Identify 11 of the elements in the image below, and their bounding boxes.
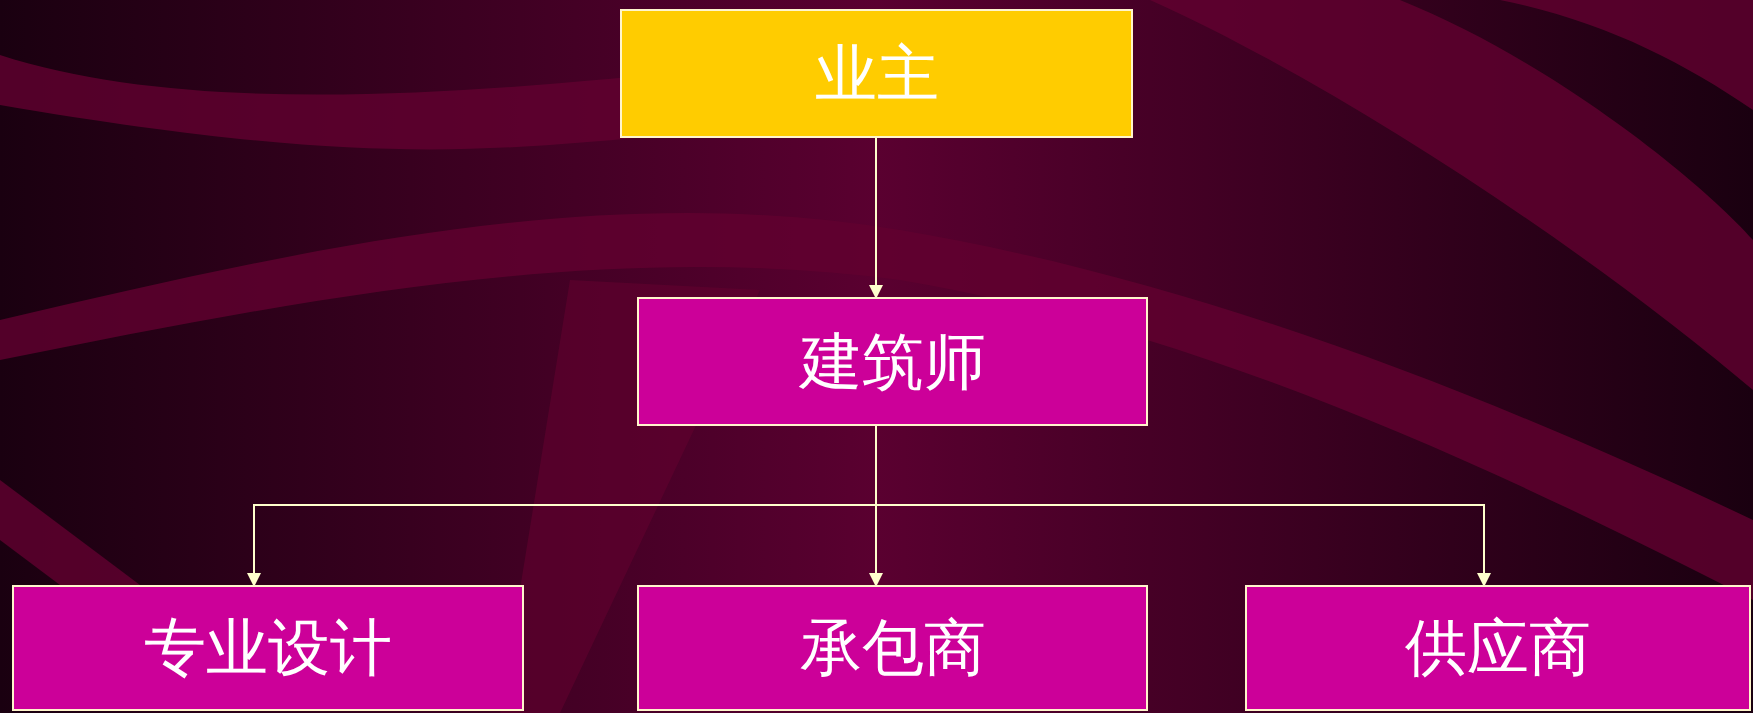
box-title: 供应商 [1405, 617, 1591, 679]
org-box [637, 297, 1148, 426]
org-box [637, 585, 1148, 711]
box-title: 建筑师 [799, 330, 986, 393]
org-box [620, 9, 1133, 138]
box-title: 承包商 [799, 617, 986, 679]
arrow [869, 137, 883, 299]
box-title: 业主 [814, 42, 939, 105]
box-title: 专业设计 [144, 617, 392, 679]
org-box [12, 585, 524, 711]
org-box [1245, 585, 1751, 711]
